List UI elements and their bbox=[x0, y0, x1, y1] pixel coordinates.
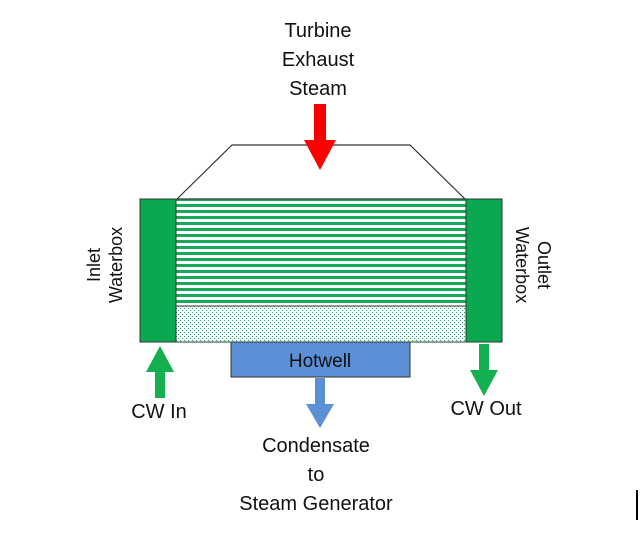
cw-out-arrow-down-icon bbox=[470, 344, 498, 396]
cw-in-label: CW In bbox=[131, 401, 187, 423]
cw-in-arrow-up-icon bbox=[146, 346, 174, 398]
edge-mark bbox=[636, 490, 638, 520]
hotwell-label: Hotwell bbox=[289, 351, 351, 372]
outlet-label-line2: Waterbox bbox=[512, 227, 532, 303]
condensate-region bbox=[175, 305, 467, 343]
inlet-waterbox bbox=[139, 198, 177, 343]
outlet-waterbox-label: Outlet Waterbox bbox=[512, 227, 554, 303]
condensate-label-line2: to bbox=[308, 464, 325, 486]
steam-label-line1: Turbine bbox=[284, 20, 351, 42]
steam-label-line2: Exhaust bbox=[282, 49, 355, 71]
hotwell-box bbox=[230, 341, 411, 378]
inlet-label-line1: Inlet bbox=[84, 248, 104, 282]
inlet-label-line2: Waterbox bbox=[106, 227, 126, 303]
condensate-label-line1: Condensate bbox=[262, 435, 370, 457]
outlet-label-line1: Outlet bbox=[534, 241, 554, 289]
steam-arrow-down-icon bbox=[304, 104, 336, 170]
inlet-waterbox-label: Inlet Waterbox bbox=[84, 227, 126, 303]
cw-out-label: CW Out bbox=[450, 398, 522, 420]
outlet-waterbox bbox=[465, 198, 503, 343]
condensate-arrow-down-icon bbox=[306, 378, 334, 428]
tube-bundle bbox=[175, 198, 467, 307]
condensate-label-line3: Steam Generator bbox=[239, 493, 393, 515]
steam-label-line3: Steam bbox=[289, 78, 347, 100]
